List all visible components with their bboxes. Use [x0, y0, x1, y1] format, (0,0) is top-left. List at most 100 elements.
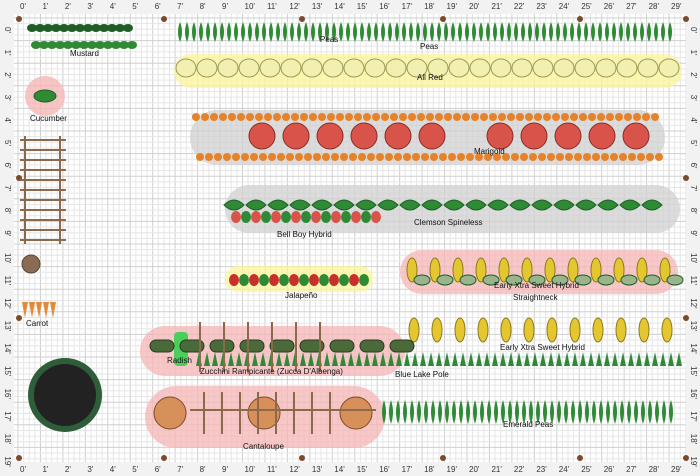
- ruler-label-x: 13': [312, 465, 323, 474]
- pepper-icon: [249, 274, 259, 286]
- mustard-leaf-icon: [91, 24, 101, 32]
- corn-icon: [452, 257, 464, 283]
- bean-icon: [604, 352, 610, 366]
- ruler-label-x: 11': [267, 465, 277, 474]
- ruler-label-x: 25': [581, 465, 592, 474]
- marigold-icon: [385, 153, 393, 161]
- marigold-icon: [579, 113, 587, 121]
- pepper-icon: [361, 211, 371, 223]
- ruler-label-y: 7': [689, 185, 698, 191]
- marigold-icon: [547, 153, 555, 161]
- ruler-label-x: 4': [110, 2, 116, 11]
- tomato-icon: [588, 122, 616, 150]
- ruler-label-x: 12': [289, 465, 300, 474]
- pea-icon: [514, 22, 518, 42]
- pea-icon: [234, 22, 238, 42]
- squash-icon: [643, 274, 661, 286]
- bean-icon: [588, 352, 594, 366]
- marigold-icon: [561, 113, 569, 121]
- onion-icon: [490, 58, 512, 78]
- pea-icon: [487, 400, 491, 424]
- label-emerald-peas: Emerald Peas: [503, 420, 554, 429]
- marigold-icon: [286, 153, 294, 161]
- ruler-label-x: 15': [357, 2, 368, 11]
- pea-icon: [605, 22, 609, 42]
- pea-icon: [655, 400, 659, 424]
- bean-icon: [340, 352, 346, 366]
- pea-icon: [466, 400, 470, 424]
- marigold-icon: [259, 153, 267, 161]
- pea-icon: [626, 22, 630, 42]
- ruler-label-x: 5': [132, 2, 138, 11]
- tomato-icon: [486, 122, 514, 150]
- marigold-icon: [466, 153, 474, 161]
- marigold-icon: [210, 113, 218, 121]
- tomato-icon: [282, 122, 310, 150]
- corn-icon: [615, 317, 627, 343]
- pea-icon: [311, 22, 315, 42]
- okra-icon: [289, 199, 311, 211]
- pea-icon: [297, 22, 301, 42]
- pea-icon: [318, 22, 322, 42]
- post-dot: [161, 16, 167, 22]
- mustard-leaf-icon: [95, 41, 105, 49]
- marigold-icon: [205, 153, 213, 161]
- marigold-icon: [489, 113, 497, 121]
- ruler-label-x: 4': [110, 465, 116, 474]
- corn-icon: [475, 257, 487, 283]
- pea-icon: [479, 22, 483, 42]
- marigold-icon: [637, 153, 645, 161]
- ruler-label-y: 19': [3, 456, 12, 467]
- bean-icon: [212, 352, 218, 366]
- ruler-label-y: 5': [689, 140, 698, 146]
- bean-icon: [548, 352, 554, 366]
- mustard-leaf-icon: [123, 24, 133, 32]
- corn-icon: [408, 317, 420, 343]
- pea-icon: [269, 22, 273, 42]
- post-dot: [683, 16, 689, 22]
- marigold-icon: [340, 153, 348, 161]
- pea-icon: [199, 22, 203, 42]
- stepping-stone-icon: [21, 254, 41, 274]
- marigold-icon: [520, 153, 528, 161]
- mustard-leaf-icon: [87, 41, 97, 49]
- pea-icon: [577, 22, 581, 42]
- post-dot: [16, 16, 22, 22]
- marigold-icon: [390, 113, 398, 121]
- corn-icon: [429, 257, 441, 283]
- ruler-label-x: 9': [222, 2, 228, 11]
- onion-icon: [658, 58, 680, 78]
- marigold-icon: [318, 113, 326, 121]
- ruler-label-x: 22': [514, 2, 525, 11]
- ruler-label-x: 1': [42, 2, 48, 11]
- pea-icon: [557, 400, 561, 424]
- corn-icon: [454, 317, 466, 343]
- bean-icon: [284, 352, 290, 366]
- ruler-label-y: 10': [689, 253, 698, 264]
- pea-icon: [613, 400, 617, 424]
- ruler-label-y: 6': [3, 163, 12, 169]
- ruler-label-y: 5': [3, 140, 12, 146]
- marigold-icon: [196, 153, 204, 161]
- zucchini-icon: [329, 339, 355, 353]
- marigold-icon: [358, 153, 366, 161]
- marigold-icon: [444, 113, 452, 121]
- ruler-label-y: 4': [689, 117, 698, 123]
- mustard-leaf-icon: [39, 41, 49, 49]
- marigold-icon: [502, 153, 510, 161]
- zucchini-icon: [179, 339, 205, 353]
- pepper-icon: [319, 274, 329, 286]
- ruler-label-x: 15': [357, 465, 368, 474]
- onion-icon: [595, 58, 617, 78]
- pea-icon: [367, 22, 371, 42]
- okra-icon: [245, 199, 267, 211]
- tomato-icon: [316, 122, 344, 150]
- pea-icon: [564, 400, 568, 424]
- pea-icon: [570, 22, 574, 42]
- pea-icon: [543, 400, 547, 424]
- ruler-label-y: 1': [689, 50, 698, 56]
- squash-icon: [413, 274, 431, 286]
- mustard-leaf-icon: [119, 41, 129, 49]
- mustard-leaf-icon: [115, 24, 125, 32]
